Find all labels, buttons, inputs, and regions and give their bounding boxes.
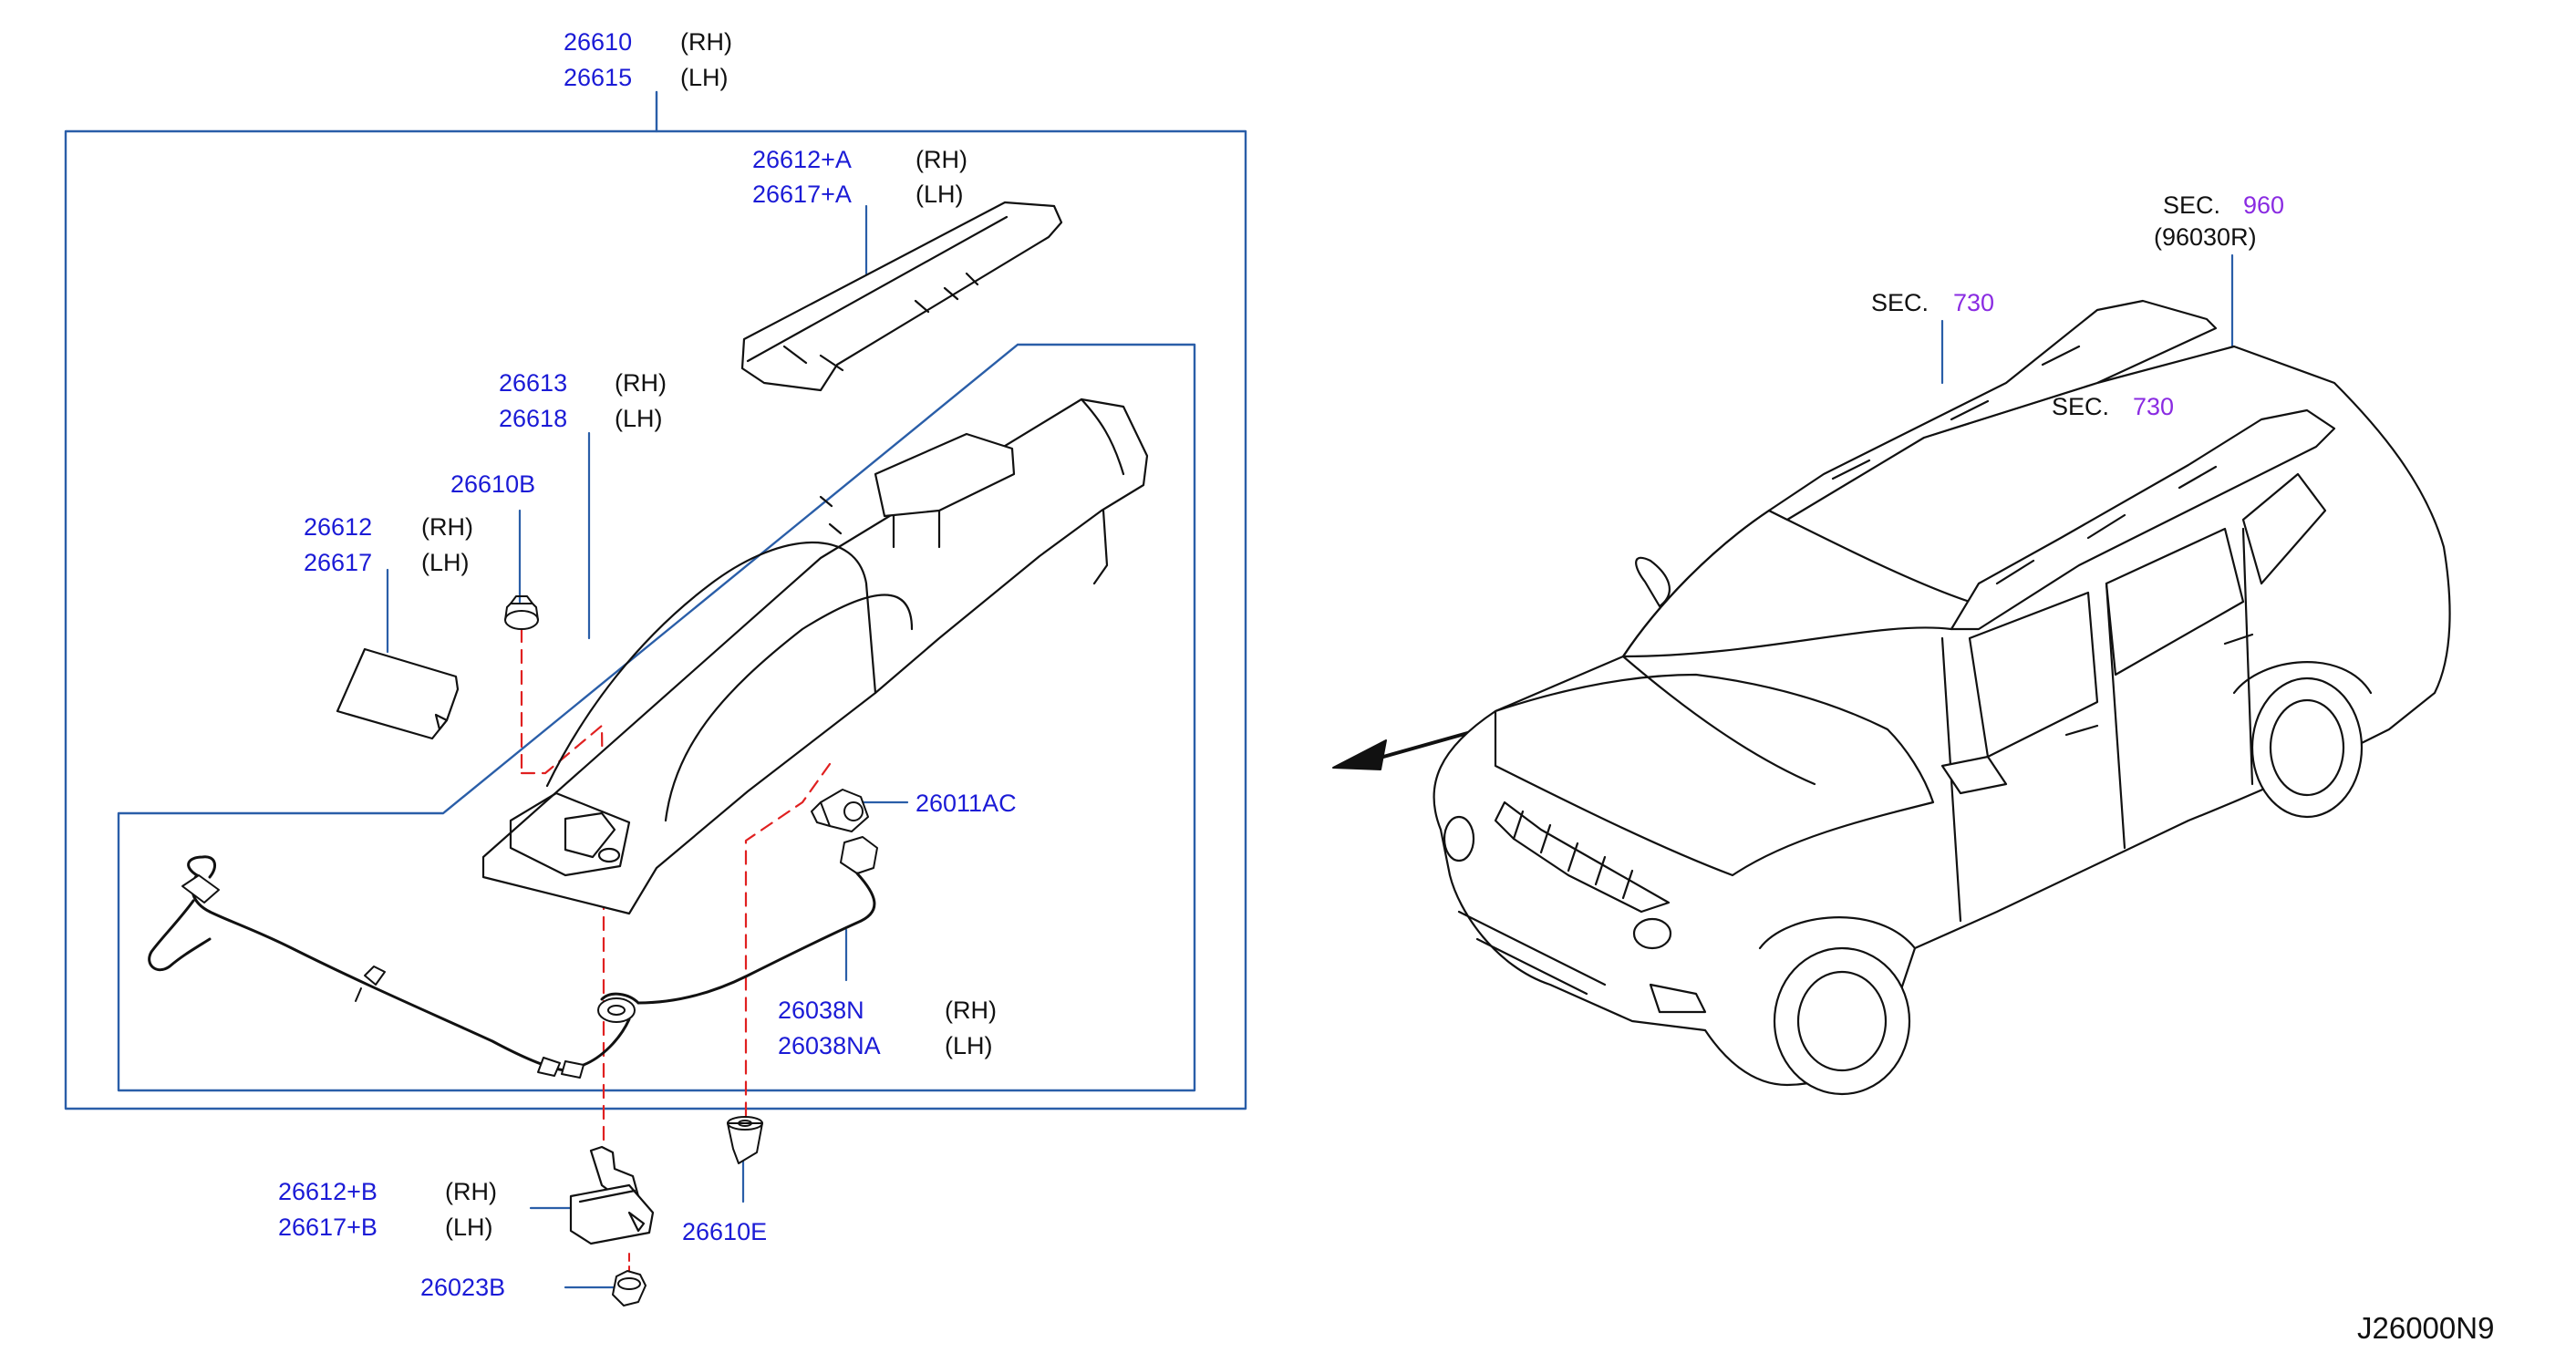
roof-rail-body (481, 398, 1149, 915)
part-side-lh: (LH) (445, 1214, 493, 1241)
part-number-26615[interactable]: 26615 (564, 64, 633, 91)
clip-26610b (504, 595, 539, 630)
part-side-rh: (RH) (421, 513, 473, 541)
bulb-26011ac (811, 789, 869, 832)
part-number-26617[interactable]: 26617 (304, 549, 373, 576)
outer-frame (64, 90, 1247, 1110)
diagram-code: J26000N9 (2357, 1311, 2495, 1345)
part-side-lh: (LH) (680, 64, 729, 91)
part-number-26610e[interactable]: 26610E (682, 1218, 768, 1245)
part-number-26038n[interactable]: 26038N (778, 997, 864, 1024)
part-side-lh: (LH) (615, 405, 663, 432)
part-number-26610b[interactable]: 26610B (450, 470, 536, 498)
part-side-rh: (RH) (615, 369, 667, 397)
part-number-26610[interactable]: 26610 (564, 28, 633, 56)
part-number-26023b[interactable]: 26023B (420, 1274, 506, 1301)
section-ref-730[interactable]: 730 (1953, 289, 1995, 316)
nut-26023b (612, 1253, 647, 1307)
part-side-rh: (RH) (945, 997, 997, 1024)
section-ref-730[interactable]: 730 (2133, 393, 2175, 420)
section-prefix: SEC. (2163, 191, 2221, 219)
section-prefix: SEC. (1871, 289, 1929, 316)
part-side-rh: (RH) (445, 1178, 497, 1205)
part-number-26617a[interactable]: 26617+A (752, 181, 852, 208)
inner-frame (117, 343, 1196, 1092)
part-number-26617b[interactable]: 26617+B (278, 1214, 378, 1241)
part-number-26612[interactable]: 26612 (304, 513, 373, 541)
section-prefix: SEC. (2052, 393, 2110, 420)
section-sub-ref: (96030R) (2154, 223, 2257, 251)
grommet-26610e (727, 1116, 763, 1164)
part-side-lh: (LH) (421, 549, 470, 576)
part-number-26011ac[interactable]: 26011AC (916, 790, 1017, 817)
bracket-26612b (569, 1145, 655, 1245)
part-side-rh: (RH) (680, 28, 732, 56)
part-number-26613[interactable]: 26613 (499, 369, 568, 397)
vehicle-drawing (1433, 299, 2451, 1096)
small-cover-part (336, 647, 460, 740)
part-number-26038na[interactable]: 26038NA (778, 1032, 881, 1059)
part-side-lh: (LH) (916, 181, 964, 208)
part-number-26612a[interactable]: 26612+A (752, 146, 852, 173)
part-side-rh: (RH) (916, 146, 967, 173)
part-side-lh: (LH) (945, 1032, 993, 1059)
section-ref-960[interactable]: 960 (2243, 191, 2285, 219)
part-number-26618[interactable]: 26618 (499, 405, 568, 432)
harness-26038n (148, 836, 878, 1079)
part-number-26612b[interactable]: 26612+B (278, 1178, 378, 1205)
upper-cover-part (740, 201, 1063, 392)
